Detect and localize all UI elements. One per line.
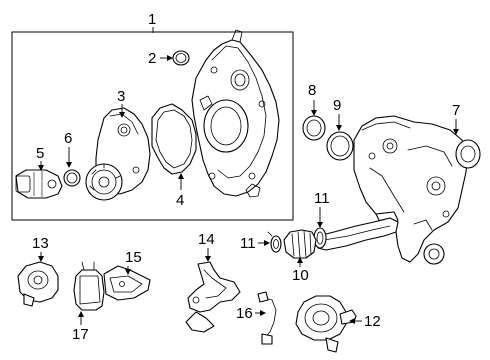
callout-14-label: 14 (198, 231, 215, 248)
callout-2-label: 2 (148, 50, 156, 67)
callout-16-label: 16 (236, 305, 253, 322)
part-3-water-pump (85, 107, 151, 201)
callout-15: 15 (125, 249, 142, 275)
callout-3: 3 (117, 88, 125, 118)
part-5-sensor (15, 169, 63, 199)
callout-10-label: 10 (292, 267, 309, 284)
callout-13-label: 13 (32, 235, 49, 252)
callout-6-label: 6 (64, 130, 72, 147)
part-15-bracket (103, 265, 151, 301)
callout-8: 8 (308, 82, 317, 116)
callout-3-label: 3 (117, 88, 125, 105)
callout-11-left: 11 (240, 235, 270, 252)
callout-9: 9 (333, 97, 342, 131)
callout-4-label: 4 (176, 192, 184, 209)
callout-5: 5 (36, 145, 44, 171)
callout-7: 7 (452, 102, 460, 135)
part-1-housing (191, 29, 280, 198)
part-8-seal (302, 115, 326, 141)
callout-7-label: 7 (452, 102, 460, 119)
part-14-bracket (185, 261, 241, 333)
callout-8-label: 8 (308, 82, 316, 99)
callout-14: 14 (198, 231, 215, 262)
part-6-o-ring (63, 169, 81, 187)
part-12-aux-pump (295, 295, 357, 353)
part-4-gasket (151, 103, 197, 175)
part-11-clamp-right (313, 227, 327, 249)
part-17-bracket (73, 261, 105, 311)
part-7-thermostat-module (353, 115, 481, 265)
callout-1: 1 (148, 11, 156, 33)
callout-5-label: 5 (36, 145, 44, 162)
callout-10: 10 (292, 257, 309, 284)
callout-16: 16 (236, 305, 266, 322)
part-9-seal (326, 131, 354, 161)
callout-6: 6 (64, 130, 72, 168)
part-2-o-ring (172, 50, 190, 66)
callout-17: 17 (72, 311, 89, 343)
part-13-pump (17, 261, 59, 307)
callout-13: 13 (32, 235, 49, 262)
callout-11-right-label: 11 (314, 190, 330, 207)
part-10-hose (283, 229, 317, 259)
part-16-sensor-lead (257, 291, 277, 345)
callout-11-left-label: 11 (240, 235, 256, 252)
callout-12-label: 12 (364, 313, 381, 330)
callout-17-label: 17 (72, 326, 89, 343)
callout-15-label: 15 (125, 249, 142, 266)
callout-11-right: 11 (314, 190, 330, 228)
assembly-frame (11, 31, 294, 221)
callout-1-label: 1 (148, 11, 156, 28)
callout-2: 2 (148, 50, 173, 67)
part-11-clamp-left (267, 231, 282, 253)
callout-9-label: 9 (333, 97, 341, 114)
callout-4: 4 (176, 173, 184, 209)
coolant-pipe (317, 217, 399, 251)
callout-12: 12 (349, 313, 381, 330)
